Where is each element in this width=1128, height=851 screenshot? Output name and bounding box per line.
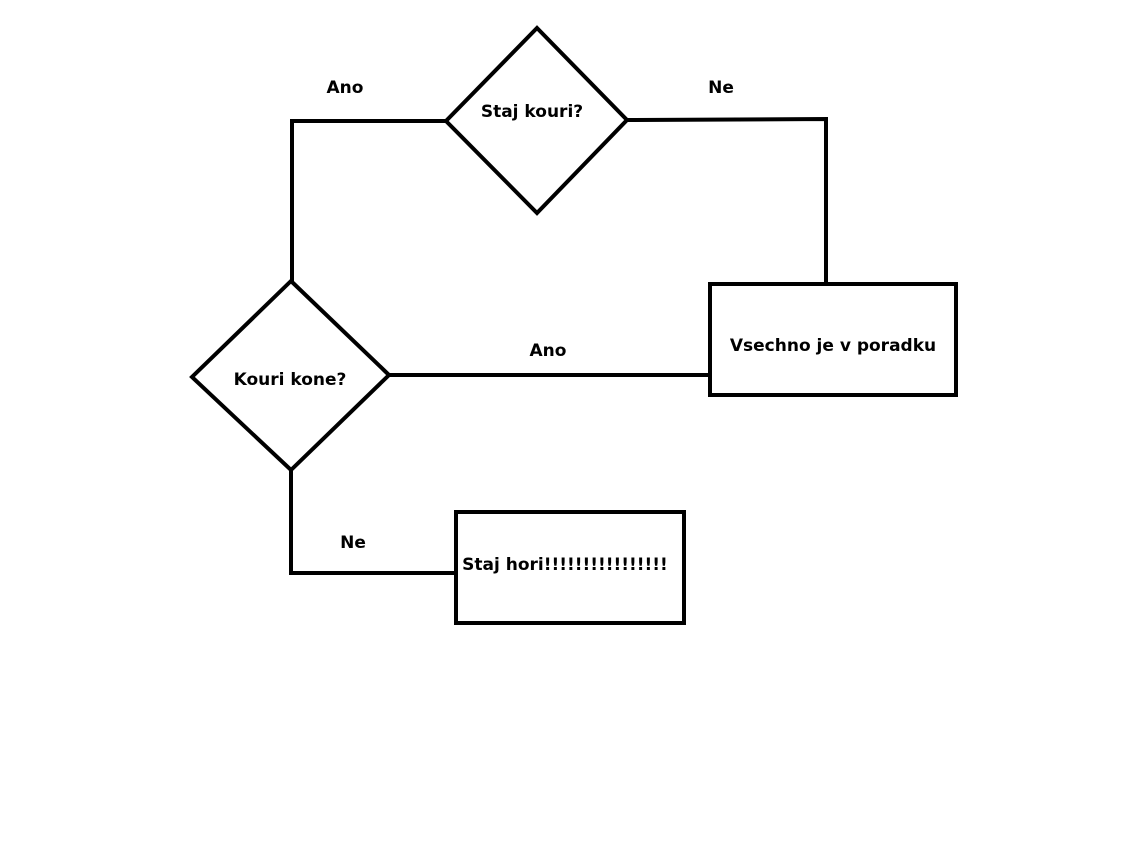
edge-horse-no-line bbox=[289, 470, 456, 575]
process-vsechno-je-v-poradku[interactable]: Vsechno je v poradku bbox=[708, 282, 958, 397]
decision-staj-kouri[interactable]: Staj kouri? bbox=[443, 25, 630, 216]
process-vsechno-je-v-poradku-box bbox=[708, 282, 958, 397]
process-staj-hori[interactable]: Staj hori!!!!!!!!!!!!!!!! bbox=[454, 510, 686, 625]
decision-kouri-kone[interactable]: Kouri kone? bbox=[189, 278, 392, 473]
decision-kouri-kone-label: Kouri kone? bbox=[234, 370, 347, 390]
process-staj-hori-box bbox=[454, 510, 686, 625]
decision-staj-kouri-label: Staj kouri? bbox=[481, 102, 583, 122]
edge-horse-no-label: Ne bbox=[340, 533, 366, 553]
edge-smoke-yes-label: Ano bbox=[327, 78, 364, 98]
process-staj-hori-label: Staj hori!!!!!!!!!!!!!!!! bbox=[462, 555, 668, 575]
decision-kouri-kone-shape bbox=[189, 278, 392, 473]
edge-smoke-no-line bbox=[626, 116, 828, 284]
edge-smoke-yes-line bbox=[290, 119, 446, 281]
edge-horse-yes-label: Ano bbox=[530, 341, 567, 361]
decision-staj-kouri-shape bbox=[443, 25, 630, 216]
process-vsechno-je-v-poradku-label: Vsechno je v poradku bbox=[730, 336, 936, 356]
edge-smoke-no-label: Ne bbox=[708, 78, 734, 98]
